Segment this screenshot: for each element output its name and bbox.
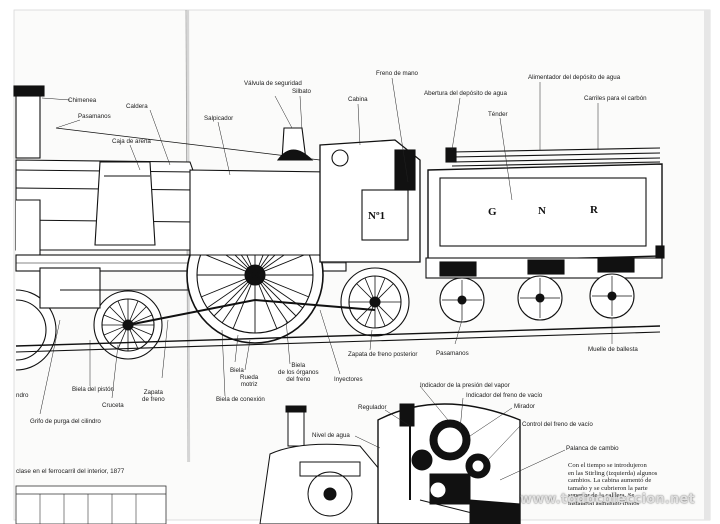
- side-paragraph: Con el tiempo se introdujeron en las Sti…: [568, 462, 686, 508]
- label-salpicador: Salpicador: [204, 115, 234, 122]
- side-paragraph-line-4: tamaño y se cubrieron la parte: [568, 484, 648, 492]
- label-pasamanos: Pasamanos: [78, 113, 111, 120]
- label-biela: Biela: [230, 367, 244, 374]
- label-zapata-freno-line-1: Zapata: [143, 389, 163, 396]
- tender-lettering-n: N: [538, 205, 547, 217]
- label-biela-organos: Biela de los órganos del freno: [278, 362, 319, 383]
- label-muelle: Muelle de ballesta: [588, 346, 638, 353]
- label-biela-organos-line-1: Biela: [291, 362, 306, 369]
- cab-number: Nº1: [368, 210, 386, 222]
- side-paragraph-line-2: en las Stirling (izquierda) algunos: [568, 469, 658, 477]
- label-indicador-presion: Indicador de la presión del vapor: [420, 382, 510, 389]
- label-cabina: Cabina: [348, 96, 368, 103]
- label-biela-organos-line-2: de los órganos: [278, 369, 319, 376]
- label-zapata-freno: Zapata de freno: [142, 389, 165, 403]
- label-palanca: Palanca de cambio: [566, 445, 619, 452]
- label-pasamanos-2: Pasamanos: [436, 350, 469, 357]
- locomotive-drawing: [13, 85, 661, 371]
- label-regulador: Regulador: [358, 404, 387, 411]
- label-biela-organos-line-3: del freno: [286, 376, 311, 383]
- label-chimenea: Chimenea: [68, 97, 97, 104]
- side-paragraph-line-6: instalaron asimismo frenos: [568, 499, 640, 507]
- label-caja-arena: Caja de arena: [112, 138, 151, 145]
- label-inyectores: Inyectores: [334, 376, 363, 383]
- label-nivel-agua: Nivel de agua: [312, 432, 350, 439]
- label-rueda-motriz: Rueda motriz: [240, 374, 258, 388]
- tender-drawing: [425, 147, 665, 323]
- label-biela-conexion: Biela de conexión: [216, 396, 265, 403]
- tender-lettering-g: G: [488, 206, 498, 218]
- label-cruceta: Cruceta: [102, 402, 124, 409]
- side-paragraph-line-3: cambios. La cabina aumentó de: [568, 477, 652, 485]
- label-leaders: [39, 77, 613, 415]
- watermark: www.todocoleccion.net: [520, 492, 695, 507]
- label-tender: Ténder: [488, 111, 508, 118]
- label-carriles: Carriles para el carbón: [584, 95, 647, 102]
- label-indicador-vacio: Indicador del freno de vacío: [466, 392, 543, 399]
- label-mirador: Mirador: [514, 403, 535, 410]
- carriage-drawing: [15, 485, 167, 524]
- label-caldera: Caldera: [126, 103, 148, 110]
- label-zapata-freno-line-2: de freno: [142, 396, 165, 403]
- label-rueda-motriz-line-1: Rueda: [240, 374, 259, 381]
- side-caption: clase en el ferrocarril del interior, 18…: [16, 468, 125, 475]
- side-paragraph-line-5: superior de la caldera. Se: [568, 492, 635, 500]
- label-cilindro: ndro: [16, 392, 29, 399]
- label-silbato: Silbato: [292, 88, 311, 95]
- label-abertura: Abertura del depósito de agua: [424, 90, 507, 97]
- label-freno-mano: Freno de mano: [376, 70, 418, 77]
- side-paragraph-line-1: Con el tiempo se introdujeron: [568, 462, 647, 469]
- cab-leaders: [354, 385, 566, 481]
- label-grifo: Grifo de purga del cilindro: [30, 418, 101, 425]
- label-control-vacio: Control del freno de vacío: [522, 421, 593, 428]
- label-valvula: Válvula de seguridad: [244, 80, 302, 87]
- label-rueda-motriz-line-2: motriz: [240, 381, 258, 388]
- label-zapata-posterior: Zapata de freno posterior: [348, 351, 418, 358]
- label-alimentador: Alimentador del depósito de agua: [528, 74, 621, 81]
- cab-interior-drawing: [259, 403, 521, 524]
- label-biela-piston: Biela del pistón: [72, 386, 114, 393]
- tender-lettering-r: R: [590, 204, 599, 216]
